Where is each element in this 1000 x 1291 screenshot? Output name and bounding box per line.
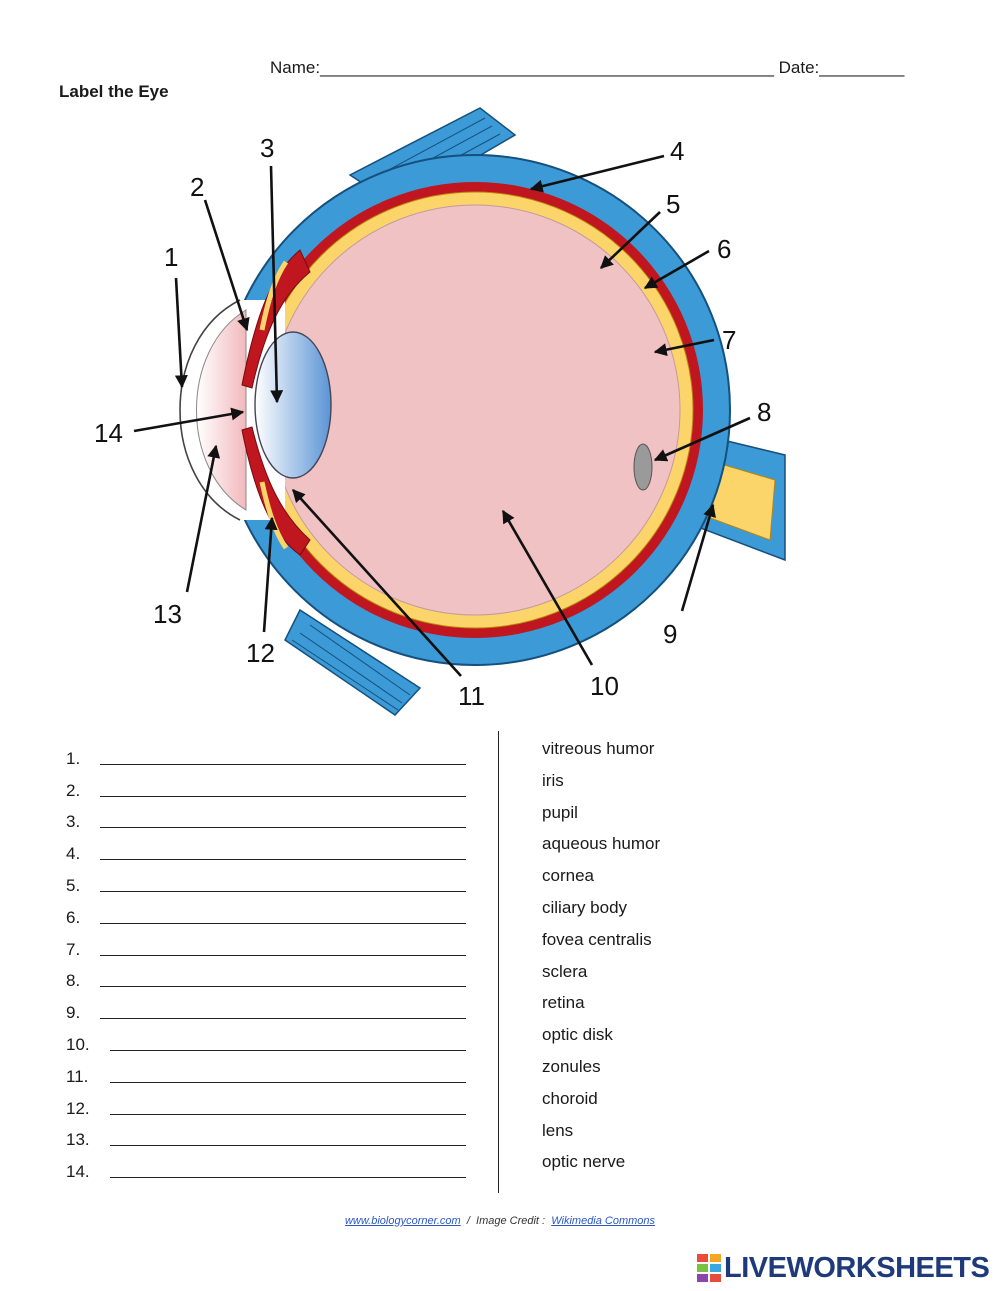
word-bank-item[interactable]: cornea (542, 866, 594, 886)
answer-blank[interactable] (100, 986, 466, 988)
answer-blank[interactable] (110, 1049, 466, 1051)
credit-link[interactable]: Wikimedia Commons (551, 1215, 656, 1227)
answer-blank[interactable] (100, 922, 466, 924)
word-bank-item[interactable]: retina (542, 993, 585, 1013)
word-bank-item[interactable]: iris (542, 770, 564, 790)
date-label: Date: (778, 58, 820, 77)
brand-blocks-icon (697, 1254, 721, 1282)
date-field[interactable]: _________ (819, 58, 905, 77)
site-link[interactable]: www.biologycorner.com (344, 1215, 461, 1227)
answer-row: 7. (66, 928, 466, 960)
cornea (179, 299, 241, 521)
optic-disk (633, 443, 653, 491)
brand-logo[interactable]: LIVEWORKSHEETS (697, 1251, 990, 1285)
answer-blank[interactable] (100, 890, 466, 892)
word-bank-item[interactable]: optic disk (542, 1025, 613, 1045)
answer-blank[interactable] (100, 795, 466, 797)
lower-muscle (284, 608, 422, 716)
diagram-label-11: 11 (458, 681, 485, 711)
column-divider (498, 731, 499, 1193)
name-field[interactable]: ________________________________________… (320, 58, 774, 77)
lens (254, 331, 332, 479)
word-bank: vitreous humor iris pupil aqueous humor … (542, 737, 660, 1182)
answer-row: 6. (66, 896, 466, 928)
pointer-arrows (133, 154, 751, 677)
answer-blank[interactable] (100, 763, 466, 765)
answer-row: 8. (66, 960, 466, 992)
diagram-label-12: 12 (246, 638, 275, 668)
answer-row: 3. (66, 801, 466, 833)
credit-label: Image Credit : (476, 1215, 546, 1227)
diagram-label-13: 13 (153, 599, 182, 629)
word-bank-item[interactable]: ciliary body (542, 897, 628, 917)
eye-diagram: 1 2 3 4 5 6 7 8 9 10 11 12 13 14 (94, 107, 786, 716)
name-label: Name: (270, 58, 321, 77)
diagram-label-6: 6 (717, 234, 731, 264)
word-bank-item[interactable]: pupil (542, 802, 578, 822)
word-bank-item[interactable]: lens (542, 1120, 574, 1140)
diagram-label-14: 14 (94, 418, 123, 448)
diagram-label-2: 2 (190, 172, 204, 202)
word-bank-item[interactable]: fovea centralis (542, 929, 652, 949)
footer-credit: www.biologycorner.com / Image Credit : W… (0, 1215, 1000, 1227)
answer-row: 10. (66, 1023, 466, 1055)
sheet-title: Label the Eye (59, 82, 169, 101)
diagram-label-7: 7 (722, 325, 736, 355)
word-bank-item[interactable]: sclera (542, 961, 588, 981)
answer-blank[interactable] (110, 1113, 466, 1115)
answer-row: 12. (66, 1087, 466, 1119)
answer-row: 2. (66, 769, 466, 801)
header-line: Name:___________________________________… (270, 58, 904, 78)
answer-row: 14. (66, 1150, 466, 1182)
footer-separator: / (466, 1215, 470, 1227)
answer-list: 1. 2. 3. 4. 5. 6. 7. 8. 9. 10. 11. 12. 1… (66, 737, 466, 1182)
answer-blank[interactable] (100, 954, 466, 956)
answer-blank[interactable] (110, 1081, 466, 1083)
word-bank-item[interactable]: optic nerve (542, 1152, 626, 1172)
answer-blank[interactable] (100, 827, 466, 829)
word-bank-item[interactable]: aqueous humor (542, 834, 661, 854)
answer-blank[interactable] (100, 859, 466, 861)
answer-row: 1. (66, 737, 466, 769)
diagram-label-8: 8 (757, 397, 771, 427)
diagram-label-10: 10 (590, 671, 619, 701)
answer-blank[interactable] (100, 1018, 466, 1020)
diagram-label-1: 1 (164, 242, 178, 272)
word-bank-item[interactable]: zonules (542, 1056, 601, 1076)
diagram-label-4: 4 (670, 136, 684, 166)
answer-row: 5. (66, 864, 466, 896)
word-bank-item[interactable]: vitreous humor (542, 739, 655, 758)
answer-row: 9. (66, 991, 466, 1023)
brand-name: LIVEWORKSHEETS (724, 1251, 990, 1284)
answer-row: 13. (66, 1119, 466, 1151)
answer-blank[interactable] (110, 1145, 466, 1147)
diagram-label-9: 9 (663, 619, 677, 649)
diagram-label-3: 3 (260, 133, 274, 163)
answer-row: 4. (66, 832, 466, 864)
answer-row: 11. (66, 1055, 466, 1087)
anterior-chamber (196, 309, 247, 511)
answer-blank[interactable] (110, 1177, 466, 1179)
word-bank-item[interactable]: choroid (542, 1088, 598, 1108)
diagram-label-5: 5 (666, 189, 680, 219)
